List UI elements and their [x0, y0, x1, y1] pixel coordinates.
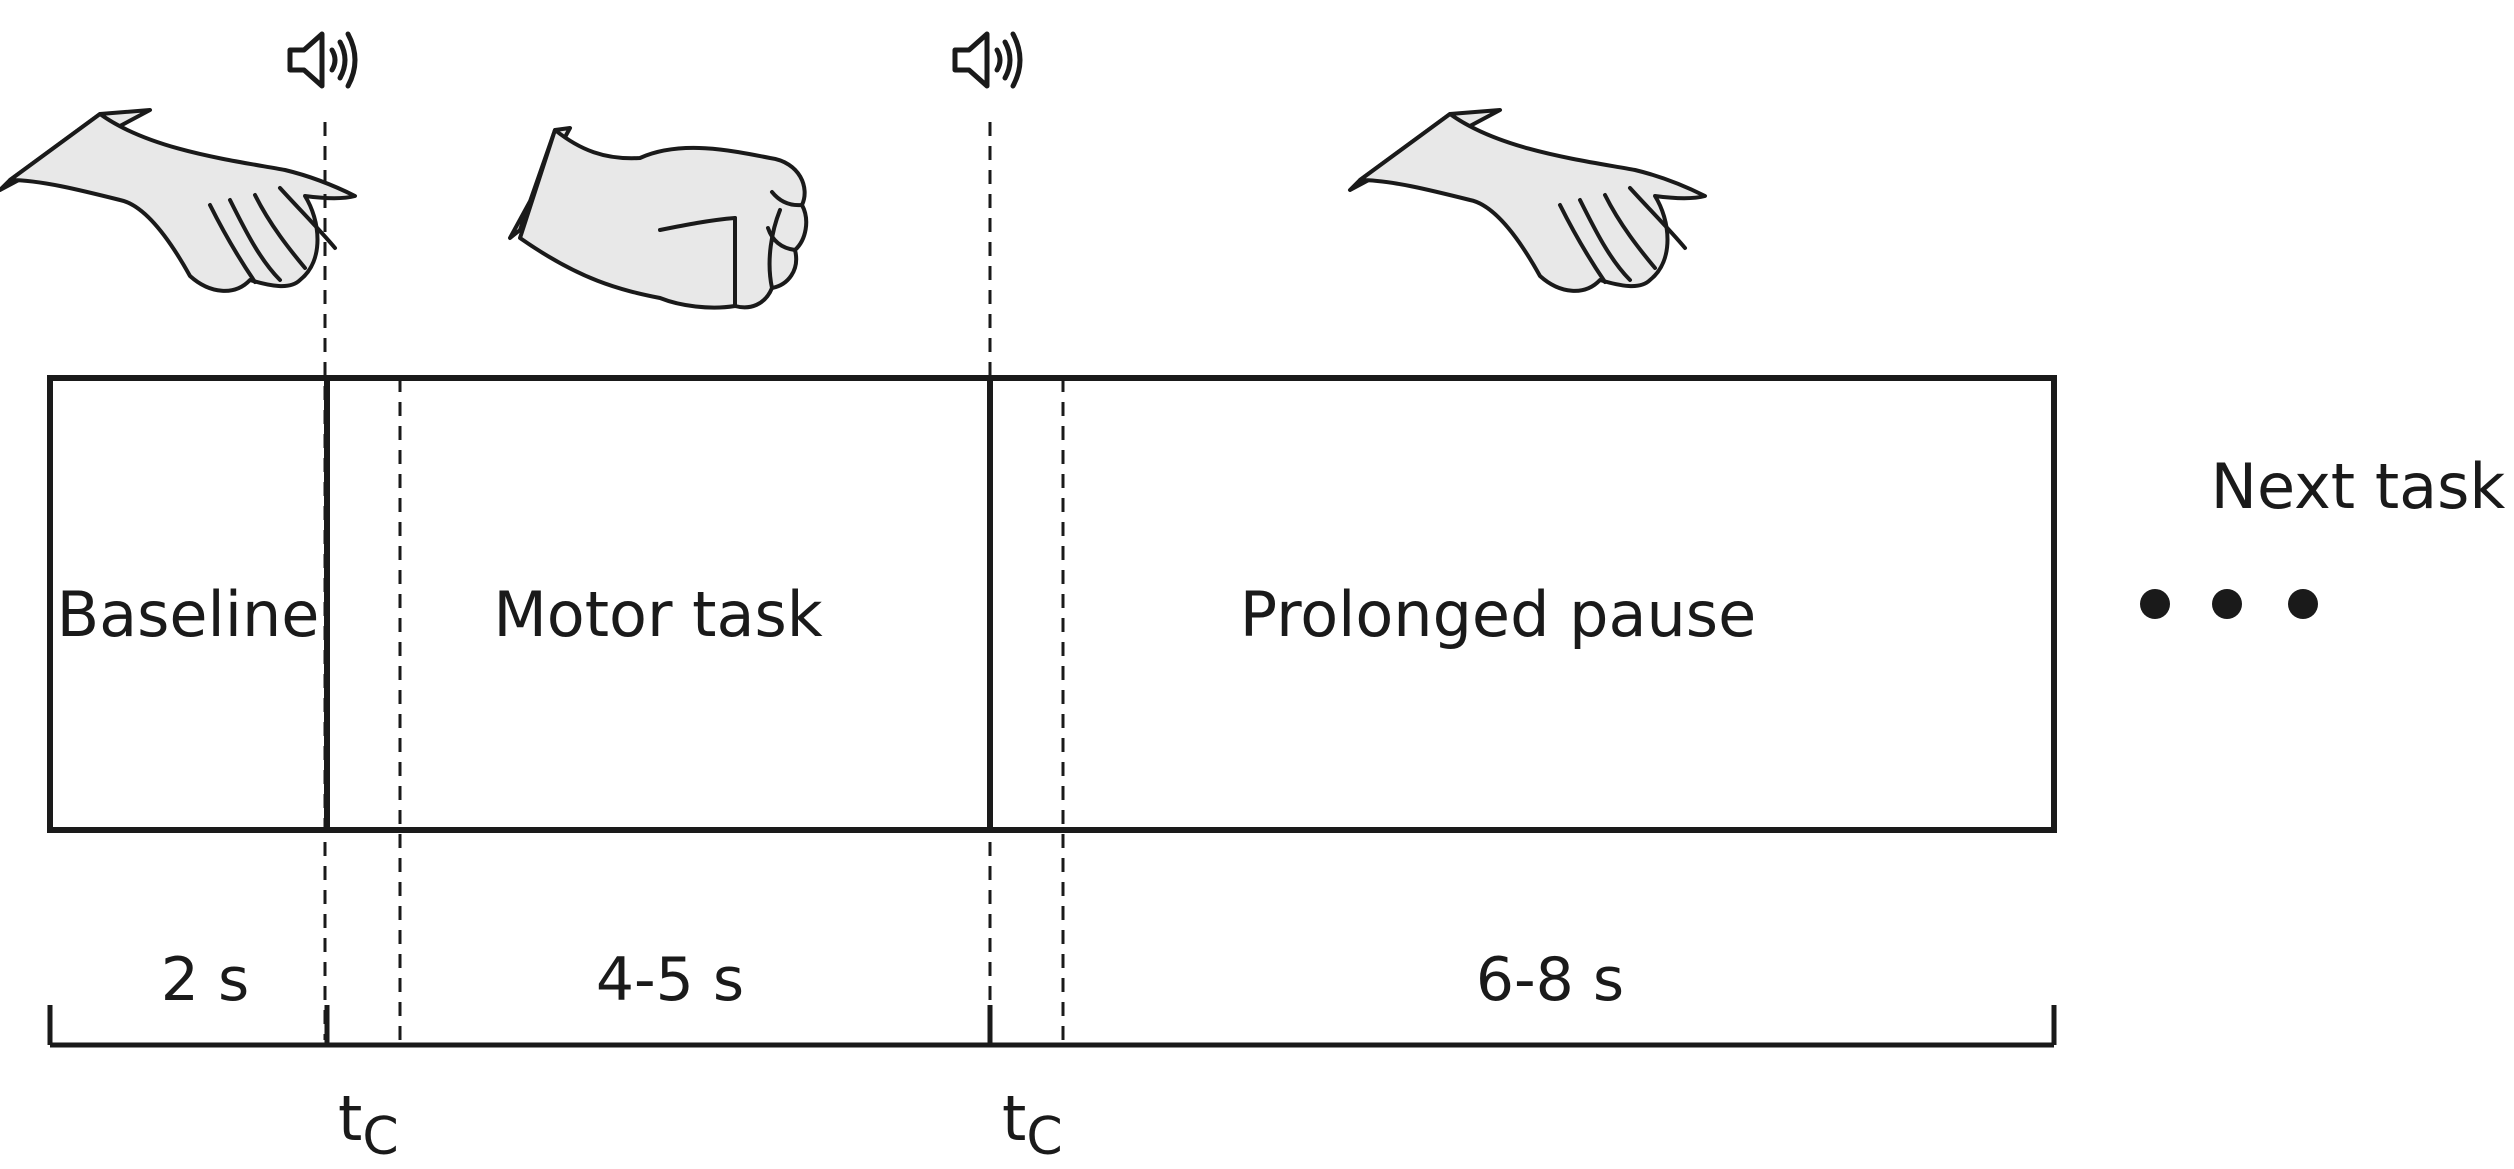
open-hand-icon [0, 108, 357, 293]
cue-marker-base: t [338, 1082, 362, 1155]
phase-box-prolonged-pause [987, 375, 2057, 833]
phase-label-baseline: Baseline [57, 578, 320, 651]
cue-marker: tC [338, 1082, 399, 1165]
cue-marker-base: t [1002, 1082, 1026, 1155]
speaker-sound-icon [952, 31, 1023, 89]
ellipsis-dots [2140, 589, 2318, 619]
open-hand-icon [1348, 108, 1707, 293]
fist-hand-icon [508, 126, 809, 310]
phase-label-motor-task: Motor task [493, 578, 822, 651]
cue-marker: tC [1002, 1082, 1063, 1165]
cue-marker-subscript: C [1026, 1107, 1062, 1165]
duration-baseline: 2 s [161, 945, 250, 1015]
cue-marker-subscript: C [362, 1107, 398, 1165]
duration-motor-task: 4-5 s [596, 945, 744, 1015]
speaker-sound-icon [287, 31, 358, 89]
duration-prolonged-pause: 6-8 s [1476, 945, 1624, 1015]
time-axis [47, 1005, 2057, 1048]
next-task-label: Next task [2211, 450, 2506, 523]
phase-label-prolonged-pause: Prolonged pause [1240, 578, 1756, 651]
